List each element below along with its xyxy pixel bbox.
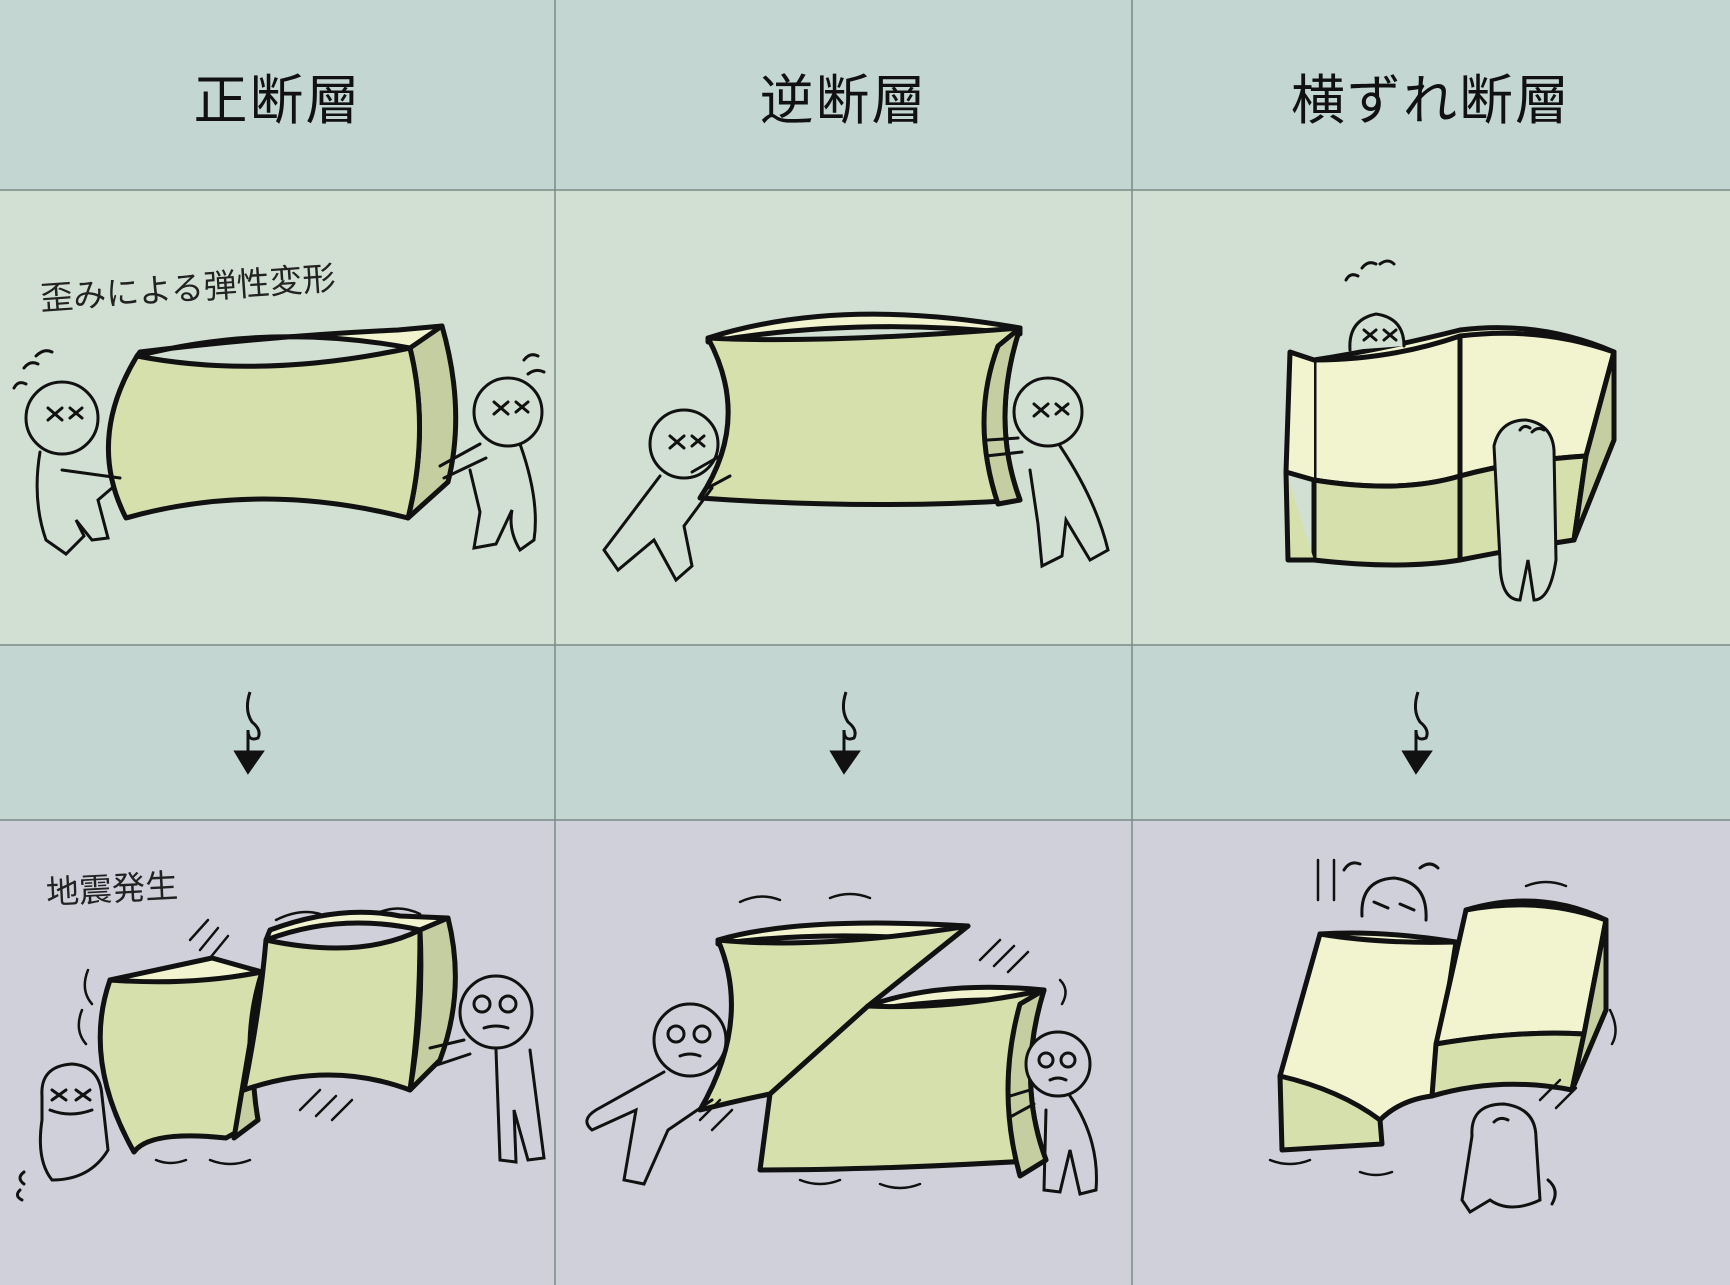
- arrow-strike: [1401, 691, 1433, 775]
- reverse-quake-people: [585, 1002, 1098, 1196]
- strike-strain-block: [1283, 325, 1617, 568]
- strike-quake-shake-lines: [1268, 858, 1617, 1177]
- normal-strain-people: [12, 349, 546, 556]
- normal-quake-people: [15, 974, 546, 1202]
- arrow-row-bg: [0, 645, 1730, 820]
- column-title-strike-slip-fault: 横ずれ断層: [1291, 68, 1571, 132]
- strike-quake-block: [1277, 898, 1609, 1153]
- normal-quake-shake-lines: [77, 907, 422, 1166]
- column-title-reverse-fault: 逆断層: [759, 68, 928, 132]
- arrow-reverse: [829, 691, 861, 775]
- reverse-strain-people: [602, 376, 1110, 583]
- quake-label: 地震発生: [45, 866, 179, 912]
- strike-strain-people: [1344, 259, 1558, 602]
- normal-strain-block: [105, 323, 459, 521]
- column-title-normal-fault: 正断層: [193, 68, 362, 132]
- strike-quake-people: [1342, 861, 1557, 1215]
- normal-quake-block: [97, 909, 458, 1155]
- reverse-quake-block: [697, 920, 1049, 1179]
- reverse-strain-block: [697, 311, 1023, 508]
- header-row-bg: [0, 0, 1730, 190]
- reverse-quake-shake-lines: [698, 892, 1067, 1190]
- arrow-normal: [233, 691, 265, 775]
